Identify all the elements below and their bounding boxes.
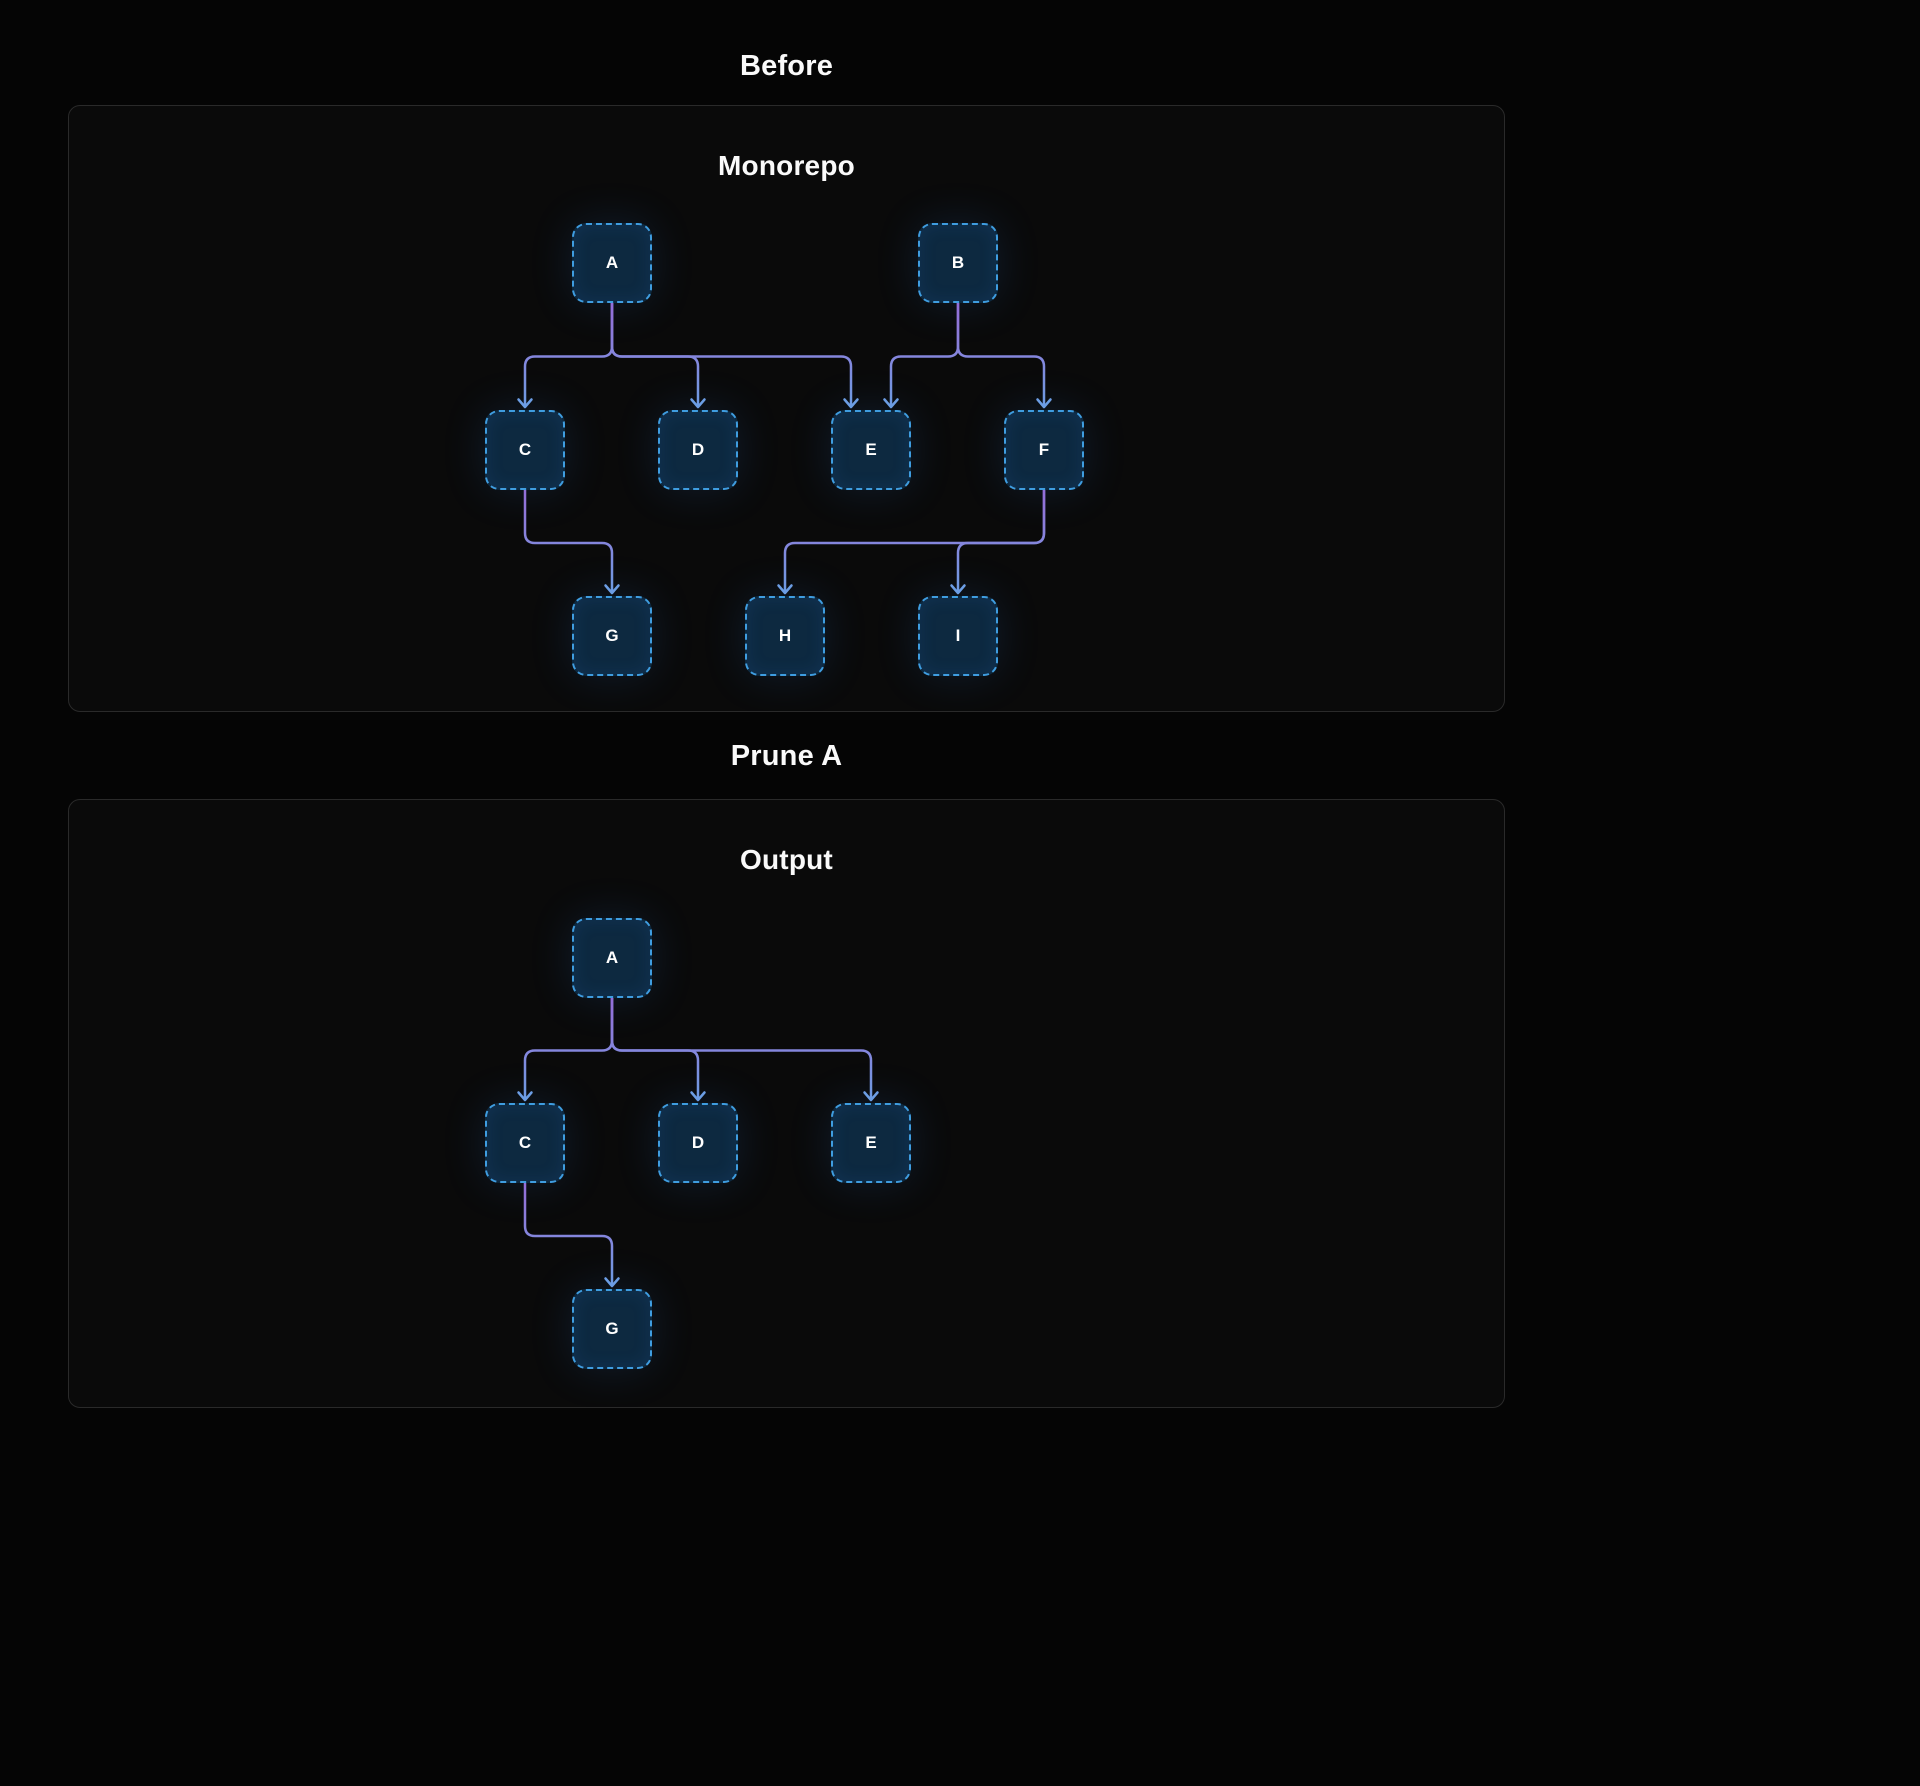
package-node-G: G	[572, 1289, 652, 1369]
dependency-edges	[517, 301, 1052, 595]
arrowhead-icon	[863, 1091, 879, 1102]
arrowhead-icon	[777, 584, 793, 595]
panel-monorepo: Monorepo A B C D E F G H I	[68, 105, 1505, 712]
edge-C-to-G	[523, 1181, 614, 1287]
monorepo-dependency-graph: A B C D E F G H I	[69, 106, 1504, 711]
arrowhead-icon	[690, 1091, 706, 1102]
arrowhead-icon	[517, 398, 533, 409]
edge-A-to-E	[610, 301, 853, 408]
package-node-G: G	[572, 596, 652, 676]
dependency-edges	[517, 996, 879, 1288]
package-node-H: H	[745, 596, 825, 676]
output-panel-title: Output	[740, 844, 833, 875]
arrowhead-icon	[604, 584, 620, 595]
package-node-label: D	[691, 440, 705, 459]
package-node-E: E	[831, 410, 911, 490]
package-node-I: I	[918, 596, 998, 676]
edge-A-to-D	[610, 301, 700, 408]
edge-F-to-I	[956, 488, 1046, 594]
arrowhead-icon	[1036, 398, 1052, 409]
package-node-C: C	[485, 410, 565, 490]
before-title: Before	[739, 50, 834, 82]
arrowhead-icon	[690, 398, 706, 409]
edge-B-to-F	[956, 301, 1046, 408]
package-node-D: D	[658, 410, 738, 490]
arrowhead-icon	[604, 1277, 620, 1288]
edge-A-to-D	[610, 996, 700, 1101]
edge-B-to-E	[889, 301, 960, 408]
package-node-label: F	[1038, 440, 1050, 459]
arrowhead-icon	[843, 398, 859, 409]
package-node-C: C	[485, 1103, 565, 1183]
edge-A-to-E	[610, 996, 873, 1101]
arrowhead-icon	[517, 1091, 533, 1102]
package-node-label: C	[518, 1133, 532, 1152]
package-node-F: F	[1004, 410, 1084, 490]
package-node-label: B	[951, 253, 965, 272]
package-node-label: I	[955, 626, 961, 645]
package-node-E: E	[831, 1103, 911, 1183]
package-node-label: G	[605, 1319, 619, 1338]
output-dependency-graph: A C D E G	[69, 800, 1504, 1407]
package-node-A: A	[572, 223, 652, 303]
panel-output: Output A C D E G	[68, 799, 1505, 1408]
package-node-A: A	[572, 918, 652, 998]
package-node-label: H	[778, 626, 792, 645]
prune-step-title: Prune A	[730, 740, 843, 772]
edge-A-to-C	[523, 301, 614, 408]
package-node-label: C	[518, 440, 532, 459]
package-node-label: G	[605, 626, 619, 645]
package-node-label: A	[605, 253, 619, 272]
package-node-B: B	[918, 223, 998, 303]
arrowhead-icon	[883, 398, 899, 409]
package-node-D: D	[658, 1103, 738, 1183]
package-node-label: D	[691, 1133, 705, 1152]
monorepo-panel-title: Monorepo	[718, 150, 855, 181]
package-node-label: E	[865, 440, 877, 459]
edge-F-to-H	[783, 488, 1046, 594]
package-node-label: E	[865, 1133, 877, 1152]
edge-A-to-C	[523, 996, 614, 1101]
package-node-label: A	[605, 948, 619, 967]
edge-C-to-G	[523, 488, 614, 594]
arrowhead-icon	[950, 584, 966, 595]
